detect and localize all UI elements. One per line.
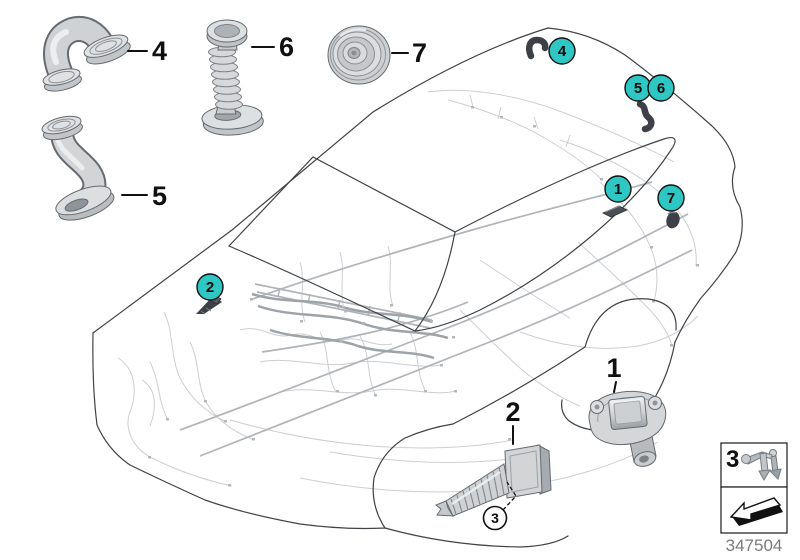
part-4-illustration — [42, 16, 131, 92]
leader-1 — [613, 381, 617, 393]
circled-callout-3[interactable]: 3 — [482, 481, 517, 531]
location-glyph-5-6 — [636, 100, 655, 133]
part-label-2[interactable]: 2 — [505, 397, 520, 427]
clip-fastener-icon — [741, 449, 782, 481]
badge-1[interactable]: 1 — [604, 175, 632, 203]
badge-1-number: 1 — [614, 181, 622, 198]
direction-arrow-icon — [729, 497, 783, 526]
badge-5-number: 5 — [634, 80, 642, 97]
badge-6[interactable]: 6 — [647, 74, 675, 102]
badge-4[interactable]: 4 — [548, 37, 576, 65]
badge-7[interactable]: 7 — [657, 184, 685, 212]
wiring-harness — [117, 89, 699, 493]
part-label-5[interactable]: 5 — [152, 181, 167, 211]
badge-2-number: 2 — [206, 279, 214, 296]
part-5-illustration — [41, 115, 115, 221]
car-body-outline — [92, 27, 743, 548]
badge-5[interactable]: 5 — [624, 74, 652, 102]
part-location-glyphs — [196, 36, 680, 315]
part-label-4[interactable]: 4 — [152, 36, 167, 66]
legend: 3 347504 — [720, 442, 788, 555]
part-6-illustration — [201, 19, 264, 136]
legend-clip-label: 3 — [726, 446, 739, 473]
location-glyph-7 — [666, 211, 680, 229]
callout-circle-3[interactable] — [482, 505, 508, 531]
part-7-illustration — [327, 25, 391, 85]
badge-4-number: 4 — [558, 43, 567, 60]
drawing-number: 347504 — [726, 536, 783, 555]
callout-badges: 1 2 4 5 6 7 — [196, 37, 685, 301]
part-1-illustration — [588, 390, 667, 467]
location-glyph-4 — [526, 36, 549, 60]
location-glyph-1 — [602, 205, 628, 218]
part-label-1[interactable]: 1 — [606, 353, 621, 383]
part-label-6[interactable]: 6 — [279, 32, 294, 62]
part-label-7[interactable]: 7 — [412, 38, 427, 68]
badge-7-number: 7 — [667, 190, 675, 207]
badge-6-number: 6 — [657, 80, 665, 97]
part-labels: 4 6 7 5 1 2 — [121, 32, 622, 445]
part-2-illustration — [435, 444, 552, 517]
badge-2[interactable]: 2 — [196, 273, 224, 301]
callout-number-3: 3 — [491, 510, 499, 526]
